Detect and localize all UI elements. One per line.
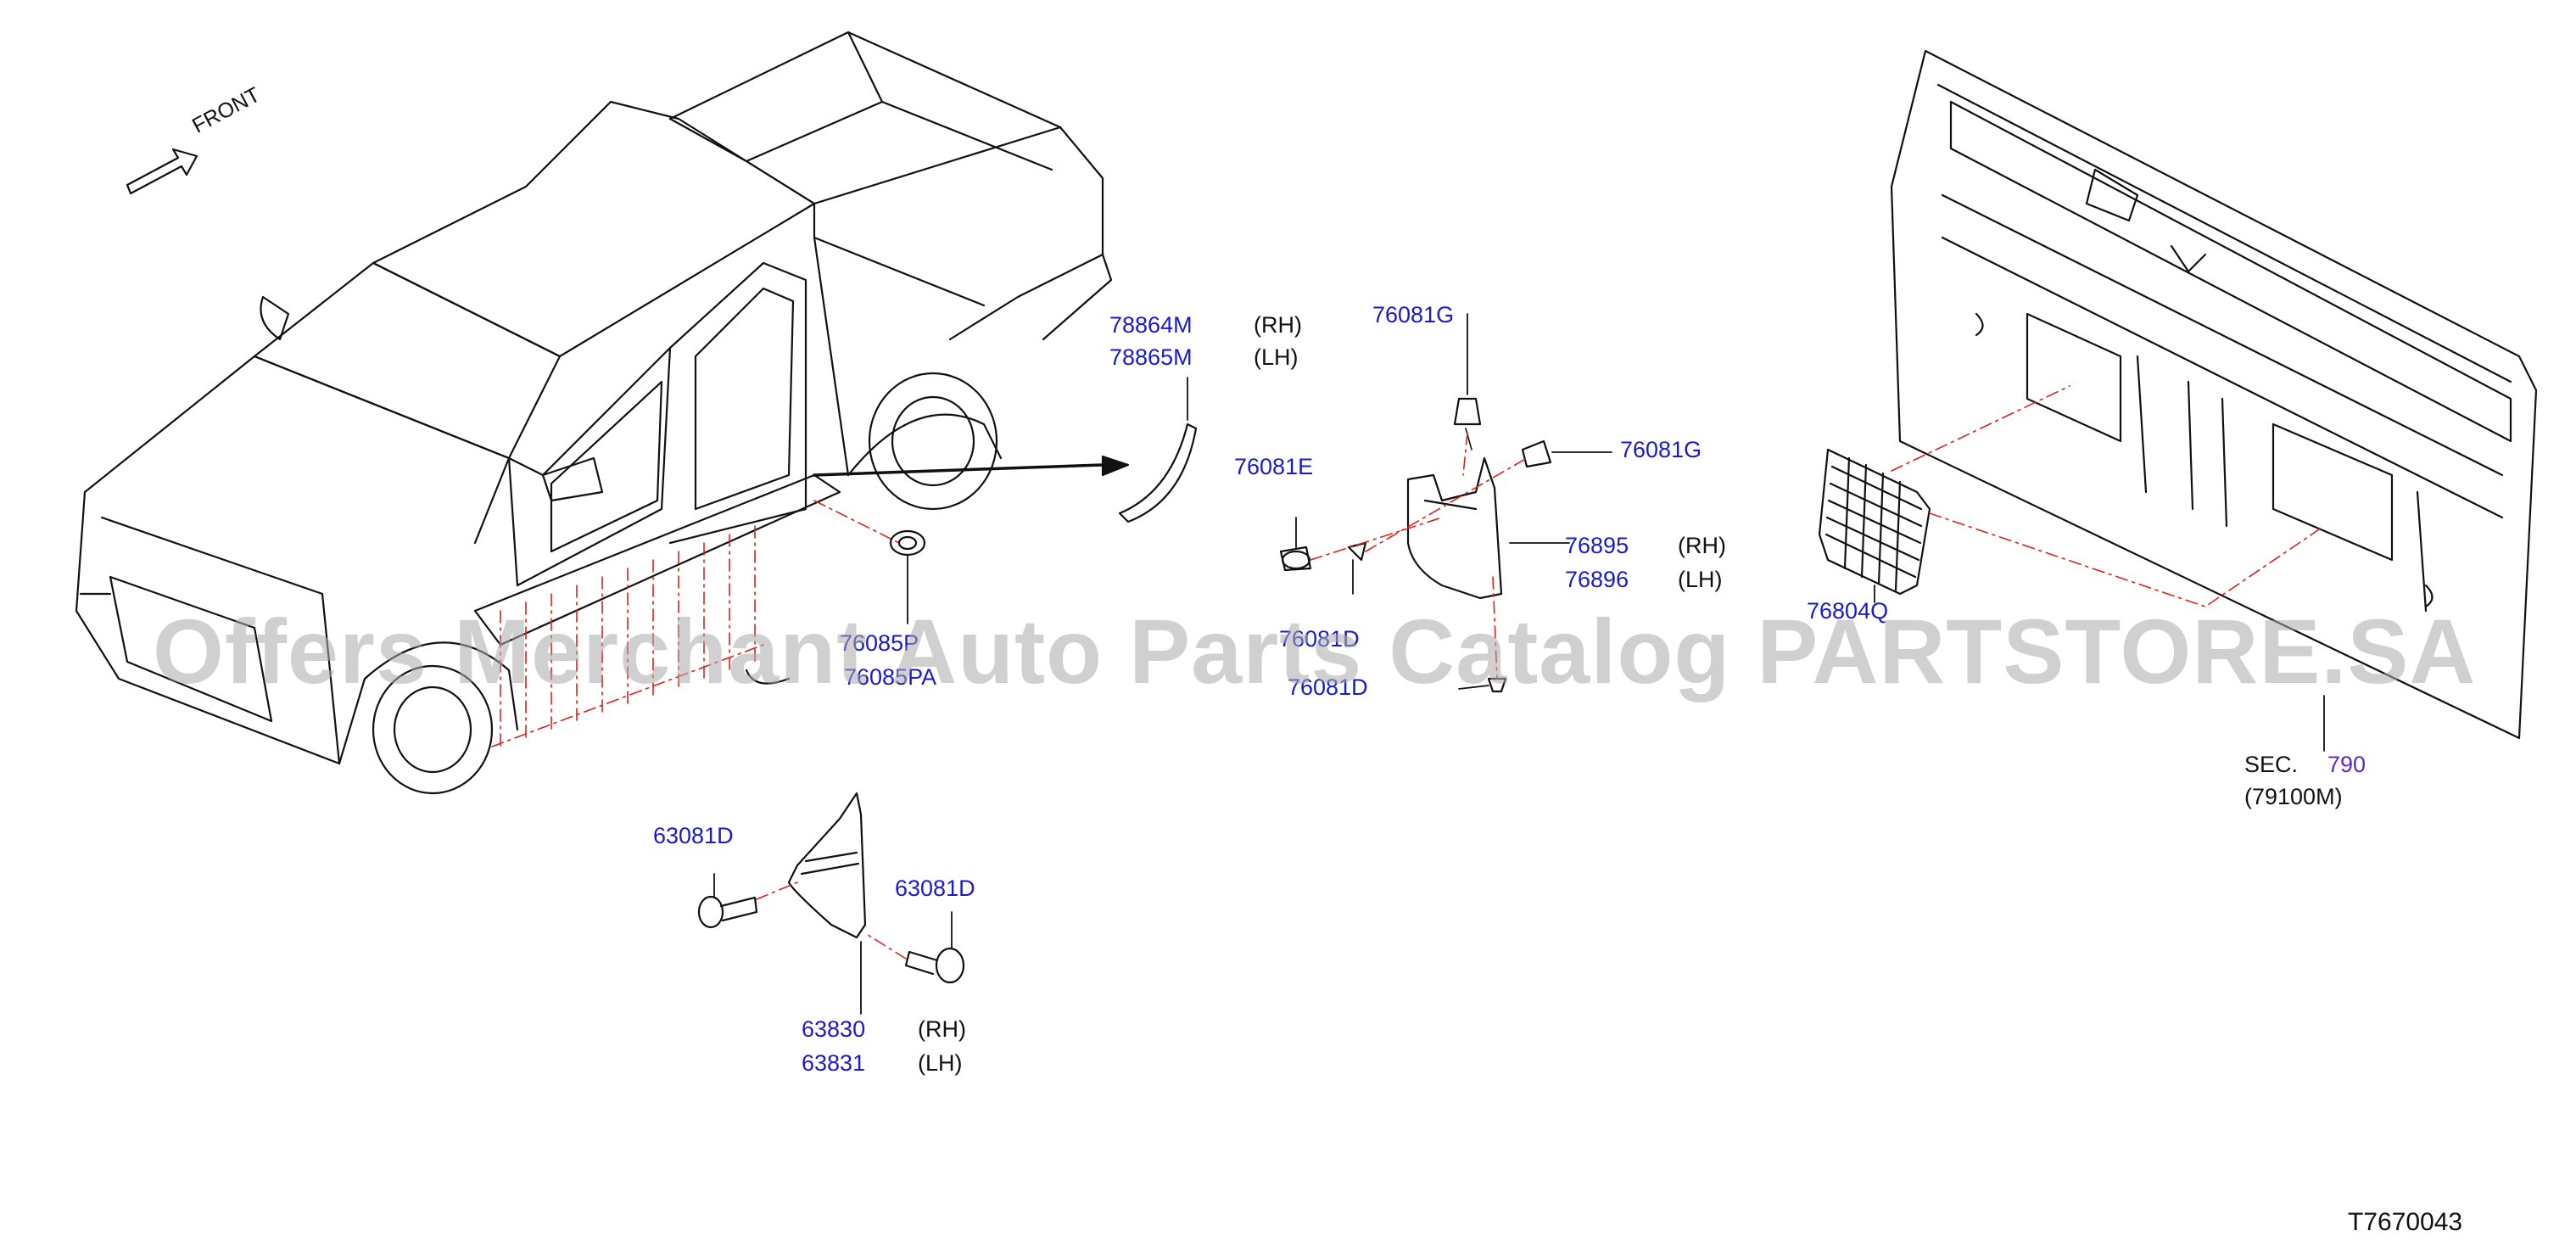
part-78864M-link[interactable]: 78864M	[1109, 312, 1193, 338]
part-76085P-link[interactable]: 76085P	[840, 630, 919, 656]
diagram-code: T7670043	[2348, 1208, 2463, 1236]
part-76081E-link[interactable]: 76081E	[1234, 454, 1314, 479]
part-63831-link[interactable]: 63831	[802, 1050, 866, 1076]
side-lh-label: (LH)	[1254, 344, 1299, 370]
side-lh-label: (LH)	[918, 1050, 963, 1076]
tailgate-panel	[1890, 49, 2538, 752]
pointer-arrow	[813, 455, 1130, 477]
part-63081D-right-link[interactable]: 63081D	[895, 876, 975, 901]
part-76804Q-link[interactable]: 76804Q	[1807, 598, 1889, 624]
side-rh-label: (RH)	[1678, 533, 1726, 558]
section-ref: (79100M)	[2244, 784, 2343, 809]
part-76081G-top-link[interactable]: 76081G	[1372, 302, 1455, 327]
side-lh-label: (LH)	[1678, 567, 1723, 592]
part-63081D-left-link[interactable]: 63081D	[653, 823, 734, 848]
front-mud-guard	[697, 792, 965, 1015]
vent-grille	[1818, 448, 1931, 603]
part-76081G-right-link[interactable]: 76081G	[1620, 437, 1702, 462]
side-rh-label: (RH)	[918, 1016, 966, 1042]
sill-leader-lines	[491, 500, 900, 747]
part-78865M-link[interactable]: 78865M	[1109, 344, 1193, 370]
front-arrow-icon	[126, 148, 198, 195]
mud-guard-leaders	[1310, 432, 1528, 680]
grommet-part	[745, 529, 926, 685]
part-76085PA-link[interactable]: 76085PA	[844, 664, 937, 690]
part-76081D-b-link[interactable]: 76081D	[1288, 674, 1368, 700]
truck-illustration	[75, 31, 1113, 795]
part-76081D-a-link[interactable]: 76081D	[1279, 626, 1360, 652]
rear-mud-guard	[1279, 313, 1612, 693]
part-63830-link[interactable]: 63830	[802, 1016, 866, 1042]
side-rh-label: (RH)	[1254, 312, 1302, 338]
section-prefix: SEC.	[2244, 752, 2299, 777]
front-guard-leaders	[756, 881, 907, 960]
grille-leaders	[1891, 385, 2325, 607]
part-76895-link[interactable]: 76895	[1565, 533, 1629, 558]
section-790-link[interactable]: 790	[2327, 752, 2366, 777]
molding-strip	[1118, 377, 1198, 523]
part-76896-link[interactable]: 76896	[1565, 567, 1629, 592]
